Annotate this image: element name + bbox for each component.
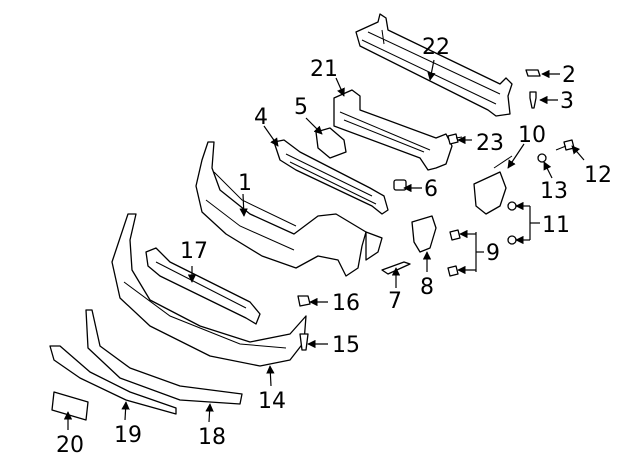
side-mount-part (473, 155, 513, 215)
washer-part-13 (537, 153, 547, 163)
bolt-part-9b (447, 265, 459, 277)
callout-15: 15 (332, 333, 360, 358)
callout-16: 16 (332, 291, 360, 316)
callout-5: 5 (294, 95, 308, 120)
callout-17: 17 (180, 239, 208, 264)
callout-18: 18 (198, 425, 226, 450)
callout-2: 2 (562, 63, 576, 88)
callout-8: 8 (420, 275, 434, 300)
nut-part-2 (525, 69, 541, 77)
callout-1: 1 (238, 171, 252, 196)
callout-21: 21 (310, 57, 338, 82)
callout-22: 22 (422, 35, 450, 60)
reinforcement-bar-part (355, 13, 513, 117)
bolt-part-15 (299, 333, 309, 351)
callout-9: 9 (486, 241, 500, 266)
callout-6: 6 (424, 177, 438, 202)
bolt-part-9a (449, 229, 461, 241)
lower-grille-part (145, 247, 261, 325)
nut-part-11a (507, 201, 517, 211)
lower-trim-part (85, 309, 243, 405)
skid-plate-part (49, 345, 177, 415)
callout-19: 19 (114, 423, 142, 448)
leader-lines (63, 59, 585, 430)
callout-23: 23 (476, 131, 504, 156)
callout-4: 4 (254, 105, 268, 130)
bumper-cover-part (195, 141, 383, 277)
bolt-part-3 (529, 91, 537, 109)
bolt-part-23 (447, 133, 459, 145)
license-bracket-part (51, 391, 89, 421)
lower-cover-part (111, 213, 307, 367)
side-bracket-part (411, 215, 437, 253)
nut-part-11b (507, 235, 517, 245)
callout-7: 7 (388, 289, 402, 314)
bolt-part-12 (563, 139, 575, 151)
callout-14: 14 (258, 389, 286, 414)
callout-3: 3 (560, 89, 574, 114)
callout-10: 10 (518, 123, 546, 148)
callout-20: 20 (56, 433, 84, 458)
nut-part-16 (297, 295, 311, 307)
callout-labels: 1 2 3 4 5 6 7 8 9 10 11 12 13 14 15 16 1… (56, 35, 612, 458)
bracket-part-5 (315, 127, 347, 159)
grille-support-part (273, 139, 389, 215)
callout-13: 13 (540, 179, 568, 204)
energy-absorber-part (333, 89, 453, 171)
callout-12: 12 (584, 163, 612, 188)
callout-11: 11 (542, 213, 570, 238)
